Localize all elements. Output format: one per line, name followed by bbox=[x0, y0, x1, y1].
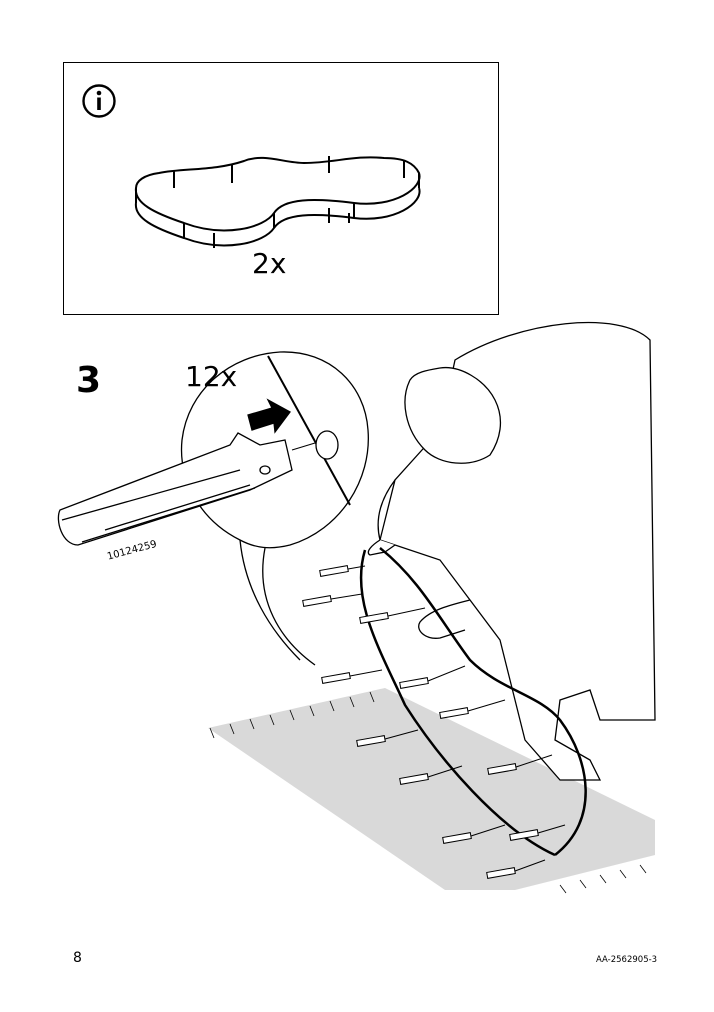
info-quantity: 2x bbox=[252, 247, 287, 280]
rug-shape bbox=[208, 688, 655, 890]
assembly-illustration bbox=[57, 321, 656, 894]
document-id: AA-2562905-3 bbox=[596, 955, 658, 965]
detail-magnifier bbox=[57, 351, 369, 666]
step-number: 3 bbox=[76, 360, 102, 401]
rug-fringe bbox=[209, 691, 647, 894]
frame-outline-icon bbox=[134, 156, 421, 248]
info-icon bbox=[82, 84, 116, 118]
fence-strip bbox=[359, 547, 587, 857]
info-illustration bbox=[82, 84, 421, 248]
person-figure bbox=[367, 321, 656, 781]
page-number: 8 bbox=[73, 950, 82, 966]
info-panel: 2x bbox=[63, 62, 499, 315]
clip-items bbox=[302, 565, 566, 879]
step-quantity: 12x bbox=[185, 360, 238, 393]
